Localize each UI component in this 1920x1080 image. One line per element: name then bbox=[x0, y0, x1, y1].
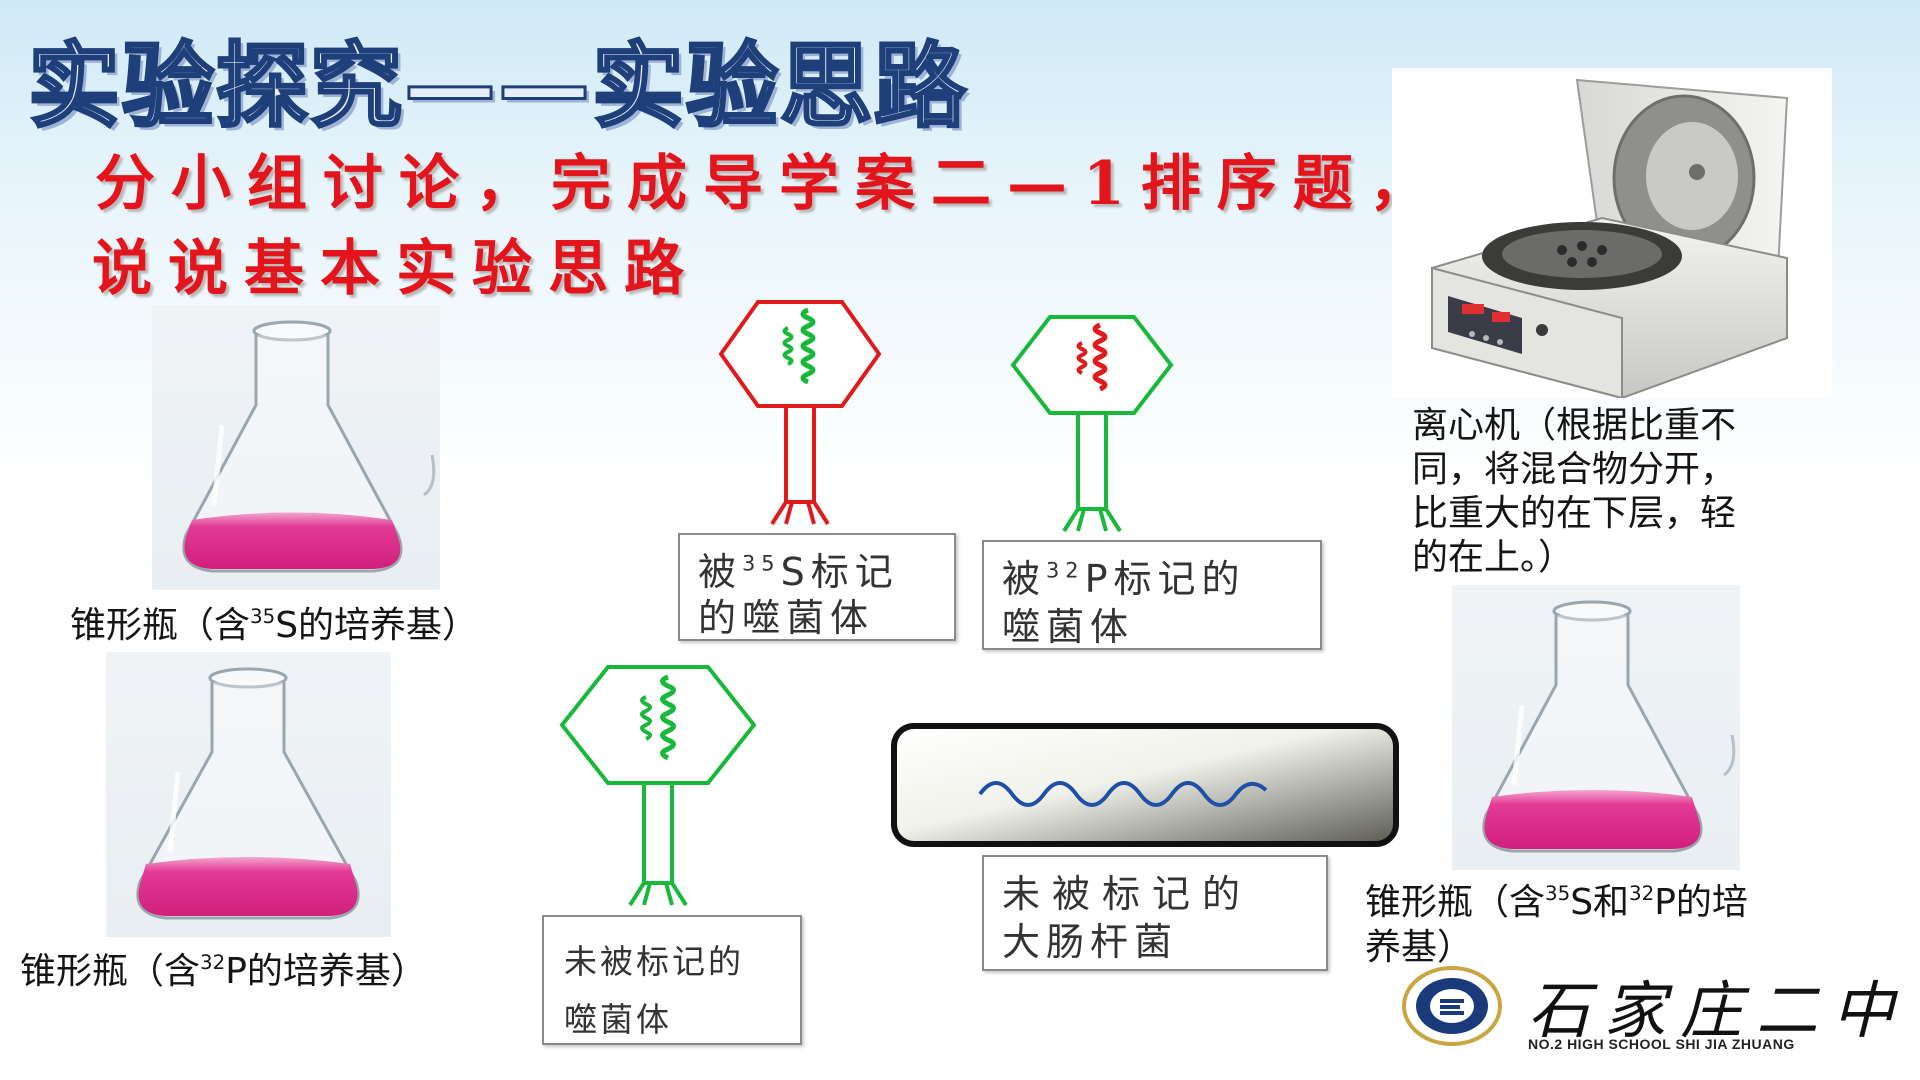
flask-35s-32p-image bbox=[1452, 585, 1740, 870]
school-emblem-icon bbox=[1402, 966, 1502, 1046]
flask-icon bbox=[182, 320, 436, 573]
phage-32p-label-line-2: 噬菌体 bbox=[1002, 605, 1135, 649]
subtitle-line-1: 分小组讨论，完成导学案二—1排序题， bbox=[95, 149, 1445, 219]
centrifuge-note-line-2: 同，将混合物分开， bbox=[1412, 449, 1737, 490]
phage-unlabeled-icon bbox=[559, 665, 757, 907]
phage-unlabeled-label-line-1: 未被标记的 bbox=[564, 942, 744, 981]
flask-32p-image bbox=[106, 652, 391, 937]
flask-icon bbox=[1482, 600, 1736, 853]
phage-35s-label-line-1: 被35S标记 bbox=[698, 550, 899, 594]
school-name-cn: 石家庄二中 bbox=[1528, 974, 1909, 1047]
phage-35s-label-line-2: 的噬菌体 bbox=[698, 596, 875, 640]
slide-title: 实验探究——实验思路 bbox=[26, 32, 969, 142]
phage-35s-icon bbox=[718, 300, 882, 526]
subtitle-line-2: 说说基本实验思路 bbox=[92, 234, 700, 304]
flask-35s-image bbox=[152, 305, 440, 590]
ecoli-label-line-2: 大肠杆菌 bbox=[1002, 920, 1179, 964]
centrifuge-icon bbox=[1431, 78, 1789, 400]
phage-32p-label-line-1: 被32P标记的 bbox=[1002, 557, 1246, 601]
ecoli-label-line-1: 未被标记的 bbox=[1002, 872, 1253, 916]
ecoli-label-box: 未被标记的 大肠杆菌 bbox=[982, 855, 1328, 971]
phage-32p-icon bbox=[1010, 315, 1174, 533]
phage-unlabeled-label-line-2: 噬菌体 bbox=[564, 1000, 672, 1039]
flask-32p-caption: 锥形瓶（含32P的培养基） bbox=[20, 951, 427, 992]
flask-35s-caption: 锥形瓶（含35S的培养基） bbox=[70, 605, 479, 646]
centrifuge-note-line-3: 比重大的在下层，轻 bbox=[1412, 493, 1737, 534]
centrifuge-note-line-4: 的在上。） bbox=[1412, 537, 1575, 578]
centrifuge-image bbox=[1392, 68, 1832, 400]
flask-icon bbox=[136, 667, 360, 920]
school-name-en: NO.2 HIGH SCHOOL SHI JIA ZHUANG bbox=[1528, 1036, 1795, 1052]
phage-unlabeled-label-box: 未被标记的 噬菌体 bbox=[542, 915, 802, 1045]
flask-35s-32p-caption-line-2: 养基） bbox=[1365, 927, 1474, 968]
centrifuge-note: 离心机（根据比重不 同，将混合物分开， 比重大的在下层，轻 的在上。） bbox=[1412, 404, 1736, 580]
centrifuge-note-line-1: 离心机（根据比重不 bbox=[1412, 405, 1737, 446]
flask-35s-32p-caption-line-1: 锥形瓶（含35S和32P的培 bbox=[1365, 882, 1748, 923]
phage-35s-label-box: 被35S标记 的噬菌体 bbox=[678, 533, 956, 641]
ecoli-cell-icon bbox=[891, 723, 1399, 847]
phage-32p-label-box: 被32P标记的 噬菌体 bbox=[982, 540, 1322, 650]
